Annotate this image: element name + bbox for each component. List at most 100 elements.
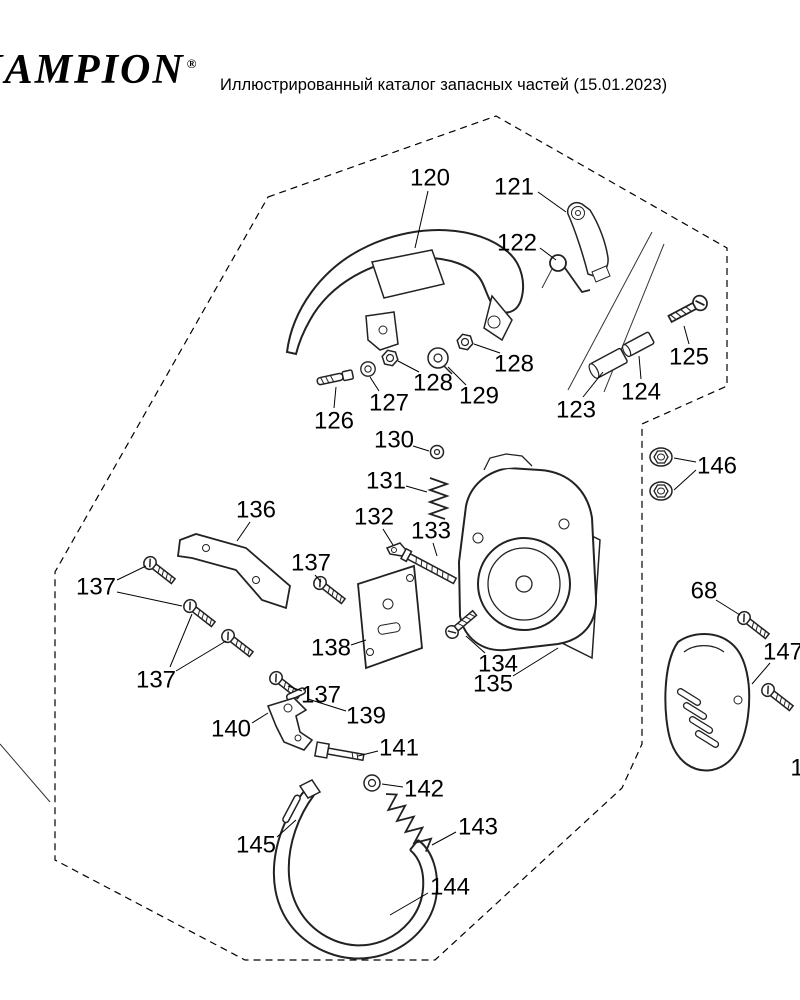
callout-146: 146: [697, 453, 737, 480]
callout-142: 142: [404, 776, 444, 803]
callout-137: 137: [76, 574, 116, 601]
leader-line-128: [397, 360, 420, 373]
callout-127: 127: [369, 390, 409, 417]
callout-125: 125: [669, 344, 709, 371]
leader-line-131: [405, 485, 428, 493]
leader-line-137: [314, 574, 322, 583]
part-147-side-cover: [664, 633, 751, 772]
callout-123: 123: [556, 397, 596, 424]
callout-128: 128: [413, 370, 453, 397]
part-129-washer: [427, 347, 453, 375]
callout-136: 136: [236, 497, 276, 524]
callout-131: 131: [366, 468, 406, 495]
callout-122: 122: [497, 230, 537, 257]
leader-line-128: [473, 343, 501, 354]
brand-logo: CHAMPION®: [0, 46, 198, 94]
callout-147: 147: [763, 639, 800, 666]
leader-line-139: [307, 698, 347, 712]
part-128-nut: [379, 348, 401, 368]
leader-line-120: [414, 190, 429, 249]
part-120-hand-guard: [285, 229, 525, 356]
callout-137: 137: [291, 550, 331, 577]
part-122-spring: [541, 254, 591, 294]
part-121-lever: [566, 202, 611, 283]
part-137-screw: [180, 596, 218, 631]
cutoff-leader-line: [0, 743, 51, 803]
callout-145: 145: [236, 832, 276, 859]
leader-line-124: [638, 355, 642, 380]
part-130-nut: [429, 444, 445, 460]
part-131-spring: [427, 477, 450, 520]
part-124-cylinder: [621, 331, 655, 358]
leader-line-123: [582, 371, 604, 398]
leader-line-134: [465, 635, 486, 654]
part-135-clutch-cover: [457, 453, 601, 660]
part-128-nut: [454, 332, 476, 352]
leader-line-137: [287, 685, 303, 692]
callout-137: 137: [136, 667, 176, 694]
leader-line-130: [412, 445, 430, 452]
callout-133: 133: [411, 518, 451, 545]
callout-140: 140: [211, 716, 251, 743]
callout-130: 130: [374, 427, 414, 454]
part-133-screw: [399, 547, 458, 585]
registered-mark-icon: ®: [186, 56, 199, 71]
callout-121: 121: [494, 174, 534, 201]
leader-line-122: [539, 247, 557, 261]
callout-141: 141: [379, 735, 419, 762]
part-138-plate: [357, 564, 423, 670]
part-126-stud: [316, 369, 355, 386]
part-140-bracket: [266, 697, 314, 751]
leader-line-142: [381, 783, 404, 788]
leader-line-147: [751, 662, 771, 685]
callout-129: 129: [459, 383, 499, 410]
leader-line-141: [357, 750, 379, 757]
part-68-screw: [734, 608, 772, 643]
brand-name: CHAMPION: [0, 47, 185, 93]
callout-138: 138: [311, 635, 351, 662]
callout-120: 120: [410, 165, 450, 192]
leader-line-140: [251, 712, 269, 724]
diagram-boundary-dashed: [54, 115, 728, 961]
catalog-title: Иллюстрированный каталог запасных частей…: [220, 76, 668, 94]
leader-line-137: [116, 591, 183, 607]
part-136-guide-plate: [176, 533, 291, 610]
part-141-rod: [314, 741, 365, 762]
part-137-screw: [218, 626, 256, 661]
part-146-nut: [649, 447, 673, 467]
part-137-screw: [140, 553, 178, 588]
part-125-bolt: [665, 292, 711, 327]
callout-137: 137: [301, 682, 341, 709]
callout-126: 126: [314, 408, 354, 435]
leader-line-125: [683, 325, 690, 345]
part-137-screw: [310, 573, 348, 608]
leader-line-129: [447, 366, 467, 386]
part-146-nut: [649, 481, 673, 501]
part-123-sleeve: [588, 347, 628, 379]
part-147-screw: [758, 680, 796, 715]
leader-line-132: [382, 528, 394, 546]
leader-line-137: [169, 613, 193, 668]
leader-line-144: [389, 892, 429, 916]
leader-line-136: [236, 521, 251, 542]
leader-line-133: [432, 542, 438, 557]
callout-1: 1: [790, 755, 800, 782]
callout-132: 132: [354, 504, 394, 531]
callout-135: 135: [473, 671, 513, 698]
callout-124: 124: [621, 379, 661, 406]
leader-line-146: [673, 457, 697, 463]
leader-line-146: [673, 469, 697, 491]
part-144-brake-band: [273, 779, 438, 960]
leader-line-121: [537, 191, 567, 213]
leader-line-127: [369, 376, 380, 392]
part-142-washer: [363, 774, 381, 792]
callout-68: 68: [691, 578, 718, 605]
leader-line-138: [350, 639, 367, 646]
leader-line-135: [512, 647, 559, 677]
callout-143: 143: [458, 814, 498, 841]
callout-134: 134: [478, 651, 518, 678]
part-145-pin: [282, 794, 301, 824]
